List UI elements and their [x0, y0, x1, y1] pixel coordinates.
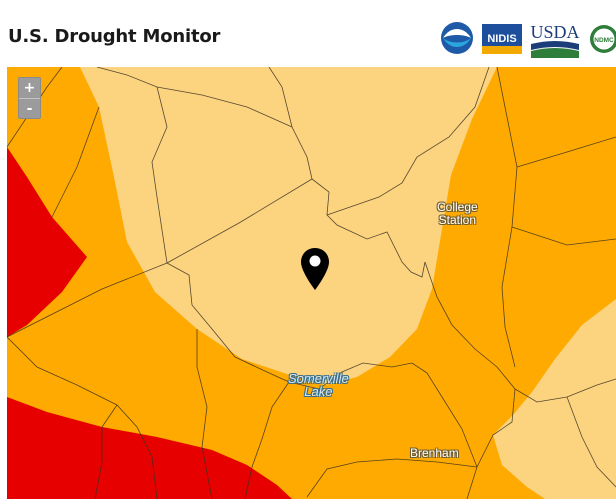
- severe-drought-area-west: [7, 147, 87, 337]
- moderate-drought-area-west: [7, 67, 616, 499]
- severe-drought-area-southwest: [7, 397, 292, 499]
- usda-logo-text: USDA: [530, 22, 579, 42]
- zoom-out-button[interactable]: -: [19, 98, 40, 118]
- place-label-brenham: Brenham: [410, 446, 459, 460]
- nidis-logo: NIDIS: [482, 24, 522, 54]
- zoom-in-button[interactable]: +: [19, 78, 40, 98]
- ndmc-logo-text: NDMC: [594, 37, 614, 44]
- page-title: U.S. Drought Monitor: [8, 26, 221, 47]
- county-boundaries: [7, 67, 616, 499]
- usda-logo: USDA: [530, 22, 580, 58]
- ndmc-logo: NDMC: [590, 25, 616, 53]
- location-pin-icon[interactable]: [300, 247, 330, 291]
- drought-map[interactable]: + - College Station Somerville Lake Bren…: [7, 67, 616, 499]
- noaa-logo: NOAA: [441, 22, 473, 54]
- place-label-college-station: College Station: [437, 200, 478, 227]
- zoom-control: + -: [18, 77, 41, 119]
- drought-map-layer[interactable]: [7, 67, 616, 499]
- nidis-logo-text: NIDIS: [487, 33, 516, 45]
- noaa-logo-text: NOAA: [448, 37, 466, 43]
- place-label-somerville-lake: Somerville Lake: [288, 371, 349, 399]
- header: U.S. Drought Monitor NOAA NIDIS USDA NDM…: [0, 0, 616, 66]
